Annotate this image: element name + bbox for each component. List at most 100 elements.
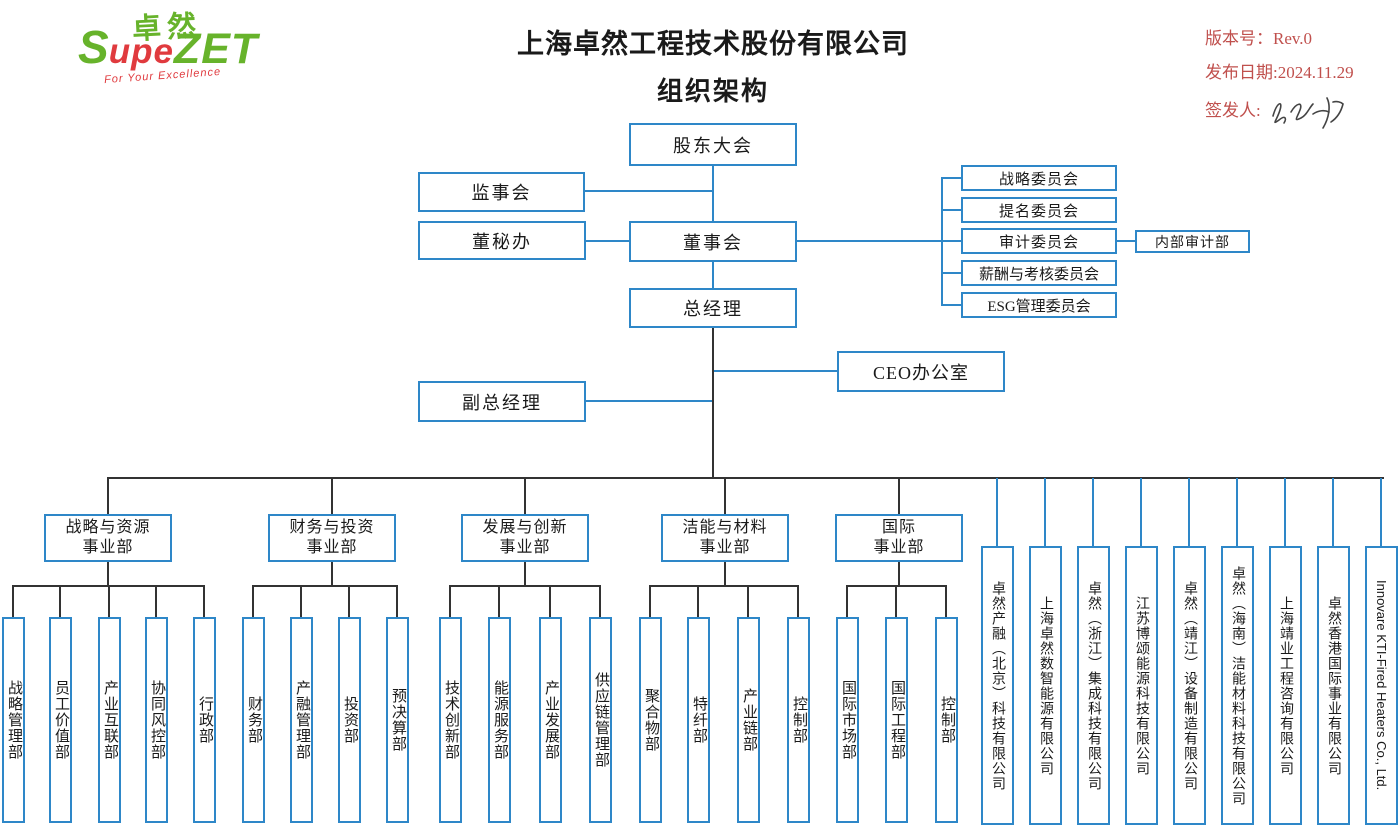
connector-line	[107, 561, 109, 587]
connector-line	[1044, 478, 1046, 546]
subsidiary-box: 江苏博颂能源科技有限公司	[1125, 546, 1158, 825]
connector-line	[449, 585, 451, 617]
connector-line	[524, 561, 526, 587]
connector-line	[1188, 478, 1190, 546]
connector-line	[203, 585, 205, 617]
connector-line	[12, 585, 14, 617]
connector-line	[846, 585, 848, 617]
connector-line	[996, 478, 998, 546]
division-label-line2: 事业部	[82, 539, 134, 556]
connector-line	[585, 240, 629, 242]
connector-line	[797, 240, 943, 242]
connector-line	[331, 478, 333, 514]
dept-box: 控制部	[935, 617, 958, 823]
subsidiary-box: 卓然（海南）洁能材料科技有限公司	[1221, 546, 1254, 825]
remuneration-committee-box: 薪酬与考核委员会	[961, 260, 1117, 286]
connector-line	[712, 327, 714, 478]
connector-line	[941, 209, 962, 211]
division-international-box: 国际 事业部	[835, 514, 963, 562]
division-label-line2: 事业部	[499, 539, 551, 556]
audit-committee-box: 审计委员会	[961, 228, 1117, 254]
connector-line	[524, 478, 526, 514]
subsidiary-box: 上海卓然数智能源有限公司	[1029, 546, 1062, 825]
esg-committee-box: ESG管理委员会	[961, 292, 1117, 318]
connector-line	[1380, 478, 1382, 546]
signer-row: 签发人:	[1205, 92, 1354, 132]
general-manager-box: 总经理	[629, 288, 797, 328]
connector-line	[331, 561, 333, 587]
connector-line	[1092, 478, 1094, 546]
dept-box: 财务部	[242, 617, 265, 823]
connector-line	[712, 261, 714, 289]
connector-line	[1117, 240, 1135, 242]
connector-line	[895, 585, 897, 617]
connector-line	[107, 478, 109, 514]
dept-box: 特纤部	[687, 617, 710, 823]
ceo-office-box: CEO办公室	[837, 351, 1005, 392]
connector-line	[155, 585, 157, 617]
version-label: 版本号：Rev.0	[1205, 29, 1313, 48]
connector-line	[724, 561, 726, 587]
dept-box: 控制部	[787, 617, 810, 823]
connector-line	[348, 585, 350, 617]
deputy-general-manager-box: 副总经理	[418, 381, 586, 422]
dept-box: 员工价值部	[49, 617, 72, 823]
dept-box: 国际工程部	[885, 617, 908, 823]
division-label-line2: 事业部	[306, 539, 358, 556]
subsidiary-box: Innovare KTI-Fired Heaters Co., Ltd.	[1365, 546, 1398, 825]
connector-line	[945, 585, 947, 617]
connector-line	[898, 478, 900, 514]
dept-box: 预决算部	[386, 617, 409, 823]
signature	[1272, 97, 1344, 129]
division-strategy-resources-box: 战略与资源 事业部	[44, 514, 172, 562]
connector-line	[59, 585, 61, 617]
board-of-directors-box: 董事会	[629, 221, 797, 262]
connector-line	[649, 585, 651, 617]
signer-label: 签发人:	[1205, 100, 1261, 120]
connector-line	[898, 561, 900, 587]
connector-line	[724, 478, 726, 514]
company-logo: 卓然 SupeZET For Your Excellence	[78, 6, 278, 90]
dept-box: 产业发展部	[539, 617, 562, 823]
nomination-committee-box: 提名委员会	[961, 197, 1117, 223]
connector-line	[252, 585, 254, 617]
connector-line	[599, 585, 601, 617]
connector-line	[941, 177, 962, 179]
connector-line	[697, 585, 699, 617]
division-label-line2: 事业部	[873, 539, 925, 556]
dept-box: 行政部	[193, 617, 216, 823]
logo-latin-text: SupeZET	[78, 20, 258, 74]
shareholders-meeting-box: 股东大会	[629, 123, 797, 166]
connector-line	[449, 585, 601, 587]
page-title: 上海卓然工程技术股份有限公司	[517, 29, 909, 59]
division-development-innovation-box: 发展与创新 事业部	[461, 514, 589, 562]
dept-box: 协同风控部	[145, 617, 168, 823]
subsidiary-box: 上海靖业工程咨询有限公司	[1269, 546, 1302, 825]
division-cleanenergy-materials-box: 洁能与材料 事业部	[661, 514, 789, 562]
connector-line	[941, 304, 962, 306]
strategy-committee-box: 战略委员会	[961, 165, 1117, 191]
page-title-block: 上海卓然工程技术股份有限公司 组织架构	[463, 22, 963, 108]
connector-line	[396, 585, 398, 617]
division-label-line1: 战略与资源	[65, 519, 151, 536]
connector-line	[1284, 478, 1286, 546]
logo-letters-upe: upe	[108, 32, 174, 71]
subsidiary-box: 卓然（靖江）设备制造有限公司	[1173, 546, 1206, 825]
connector-line	[1236, 478, 1238, 546]
connector-line	[498, 585, 500, 617]
connector-line	[585, 190, 713, 192]
division-label-line1: 财务与投资	[289, 519, 375, 536]
dept-box: 投资部	[338, 617, 361, 823]
subsidiary-box: 卓然产融（北京）科技有限公司	[981, 546, 1014, 825]
connector-line	[712, 166, 714, 221]
connector-line	[1140, 478, 1142, 546]
connector-line	[586, 400, 713, 402]
page-subtitle: 组织架构	[656, 77, 769, 106]
subsidiary-box: 卓然（浙江）集成科技有限公司	[1077, 546, 1110, 825]
division-finance-investment-box: 财务与投资 事业部	[268, 514, 396, 562]
connector-line	[747, 585, 749, 617]
division-label-line1: 发展与创新	[482, 519, 568, 536]
logo-letters-zet: ZET	[173, 25, 259, 73]
connector-line	[941, 272, 962, 274]
